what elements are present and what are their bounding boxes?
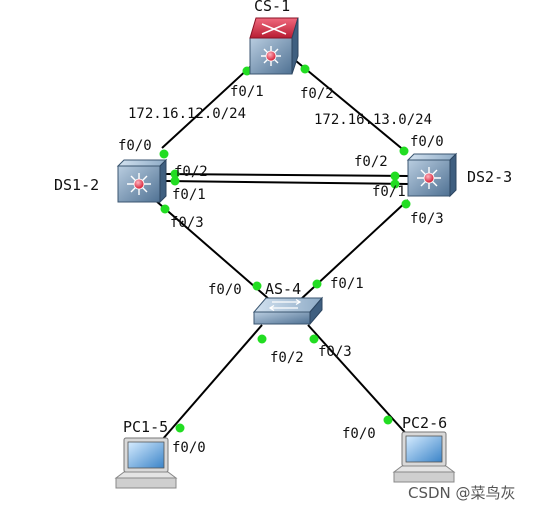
port-dot xyxy=(401,199,411,209)
links xyxy=(154,55,411,449)
port-indicators xyxy=(159,64,411,433)
port-label-ds12-f00: f0/0 xyxy=(118,138,152,154)
link-ds12-ds23-f01[interactable] xyxy=(165,180,409,185)
watermark: CSDN @菜鸟灰 xyxy=(408,484,516,502)
port-label-ds23-f01: f0/1 xyxy=(372,184,406,200)
network-label-cs1-ds12: 172.16.12.0/24 xyxy=(128,106,246,122)
device-cs1[interactable]: CS-1 xyxy=(249,0,299,75)
port-label-as4-f00: f0/0 xyxy=(208,282,242,298)
port-label-pc26-f00: f0/0 xyxy=(342,426,376,442)
link-ds12-ds23-f02[interactable] xyxy=(165,173,409,177)
port-label-ds12-f03: f0/3 xyxy=(170,215,204,231)
device-label-pc26: PC2-6 xyxy=(402,414,447,432)
port-label-as4-f03: f0/3 xyxy=(318,344,352,360)
port-label-ds12-f02: f0/2 xyxy=(174,164,208,180)
device-label-ds12: DS1-2 xyxy=(54,176,99,194)
port-dot xyxy=(399,146,409,156)
device-label-ds23: DS2-3 xyxy=(467,168,512,186)
port-dot xyxy=(257,334,267,344)
port-dot xyxy=(252,281,262,291)
port-label-ds12-f01: f0/1 xyxy=(172,187,206,203)
port-dot xyxy=(312,279,322,289)
port-dot xyxy=(242,66,252,76)
port-dot xyxy=(390,179,400,189)
port-dot xyxy=(175,423,185,433)
device-label-as4: AS-4 xyxy=(265,280,301,298)
port-label-pc15-f00: f0/0 xyxy=(172,440,206,456)
device-as4[interactable]: AS-4 xyxy=(252,280,324,326)
port-label-ds23-f02: f0/2 xyxy=(354,154,388,170)
port-label-cs1-f02: f0/2 xyxy=(300,86,334,102)
port-label-ds23-f03: f0/3 xyxy=(410,211,444,227)
port-label-ds23-f00: f0/0 xyxy=(410,134,444,150)
link-as4-pc26[interactable] xyxy=(307,324,411,439)
port-dot xyxy=(309,334,319,344)
port-dot xyxy=(383,415,393,425)
link-cs1-ds23[interactable] xyxy=(289,55,407,153)
device-pc15[interactable]: PC1-5 xyxy=(114,418,178,489)
port-dot xyxy=(300,64,310,74)
port-labels: f0/1 f0/2 f0/0 f0/0 f0/2 f0/2 f0/1 f0/1 … xyxy=(118,84,444,456)
port-dot xyxy=(170,176,180,186)
device-ds23[interactable]: DS2-3 xyxy=(406,152,512,198)
link-ds12-as4[interactable] xyxy=(154,199,271,301)
port-dot xyxy=(160,204,170,214)
device-pc26[interactable]: PC2-6 xyxy=(392,414,456,483)
device-label-cs1: CS-1 xyxy=(254,0,290,15)
port-label-as4-f01: f0/1 xyxy=(330,276,364,292)
port-label-as4-f02: f0/2 xyxy=(270,350,304,366)
port-dot xyxy=(159,149,169,159)
port-label-cs1-f01: f0/1 xyxy=(230,84,264,100)
network-label-cs1-ds23: 172.16.13.0/24 xyxy=(314,112,432,128)
port-dot xyxy=(170,169,180,179)
link-as4-pc15[interactable] xyxy=(154,324,263,449)
device-ds12[interactable]: DS1-2 xyxy=(54,158,168,204)
port-dot xyxy=(390,171,400,181)
device-label-pc15: PC1-5 xyxy=(123,418,168,436)
